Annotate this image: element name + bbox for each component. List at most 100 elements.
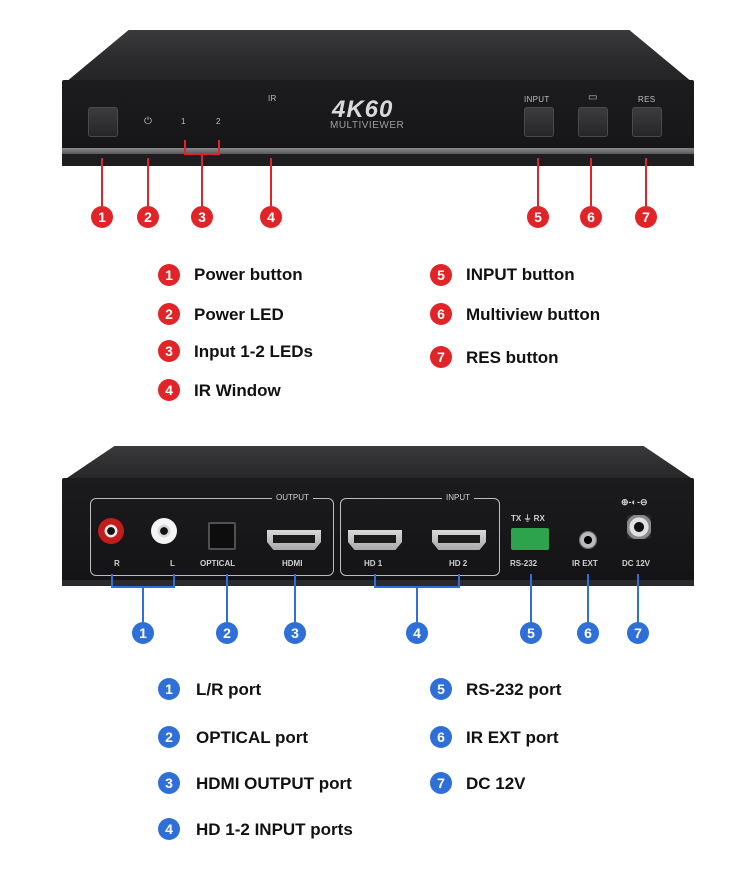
rear-callout-3: 3 — [284, 622, 306, 644]
input-group-box — [340, 498, 500, 576]
output-group-title: OUTPUT — [272, 493, 313, 502]
brand-subtitle: MULTIVIEWER — [330, 120, 405, 131]
rear-callout-line-6 — [587, 574, 589, 622]
brand-logo: 4K60 — [332, 96, 394, 123]
port-label-r: R — [114, 559, 120, 568]
multiview-icon: ▭ — [588, 92, 598, 103]
front-legend-text: Power LED — [194, 305, 284, 324]
rear-legend-text: HDMI OUTPUT port — [196, 774, 352, 793]
front-legend-badge: 4 — [158, 379, 180, 401]
rear-callout-line-1 — [142, 588, 144, 622]
res-button — [632, 107, 662, 137]
hdmi-input-2-port — [432, 530, 486, 550]
rear-callout-line-5 — [530, 574, 532, 622]
callout-line-6 — [590, 158, 592, 206]
front-callout-3: 3 — [191, 206, 213, 228]
rear-legend-text: HD 1-2 INPUT ports — [196, 820, 353, 839]
callout-line-5 — [537, 158, 539, 206]
dc-power-jack — [627, 515, 651, 539]
rca-left-port — [151, 518, 177, 544]
hdmi-input-1-port — [348, 530, 402, 550]
front-legend-badge: 3 — [158, 340, 180, 362]
port-label-optical: OPTICAL — [200, 559, 236, 568]
led-1-label: 1 — [181, 117, 186, 126]
front-callout-6: 6 — [580, 206, 602, 228]
front-device-top — [66, 30, 692, 82]
rear-callout-5: 5 — [520, 622, 542, 644]
port-label-dc: DC 12V — [622, 559, 651, 568]
rear-device-top — [64, 446, 694, 480]
optical-port — [208, 522, 236, 550]
port-label-hd2: HD 2 — [449, 559, 468, 568]
front-legend-text: RES button — [466, 348, 559, 367]
rear-callout-line-2 — [226, 574, 228, 622]
callout-bracket-1 — [111, 574, 175, 588]
port-label-l: L — [170, 559, 175, 568]
port-label-hd1: HD 1 — [364, 559, 383, 568]
rear-callout-7: 7 — [627, 622, 649, 644]
rear-callout-line-4 — [416, 588, 418, 622]
rear-callout-1: 1 — [132, 622, 154, 644]
front-legend-text: INPUT button — [466, 265, 575, 284]
res-button-label: RES — [638, 95, 656, 104]
rear-legend-badge: 1 — [158, 678, 180, 700]
rear-legend-text: OPTICAL port — [196, 728, 309, 747]
rear-legend-badge: 7 — [430, 772, 452, 794]
rear-callout-6: 6 — [577, 622, 599, 644]
front-legend-badge: 2 — [158, 303, 180, 325]
hdmi-output-port — [267, 530, 321, 550]
front-legend-badge: 5 — [430, 264, 452, 286]
input-group-title: INPUT — [442, 493, 474, 502]
rear-legend-badge: 4 — [158, 818, 180, 840]
led-2-label: 2 — [216, 117, 221, 126]
callout-line-1 — [101, 158, 103, 206]
ir-ext-jack — [579, 531, 597, 549]
front-callout-5: 5 — [527, 206, 549, 228]
power-button — [88, 107, 118, 137]
power-led-icon: ⏻ — [144, 116, 153, 127]
rear-legend-badge: 5 — [430, 678, 452, 700]
rear-legend-text: DC 12V — [466, 774, 526, 793]
rear-legend-badge: 3 — [158, 772, 180, 794]
rear-legend-badge: 6 — [430, 726, 452, 748]
rs232-pin-labels: TX ⏚ RX — [511, 514, 545, 523]
front-callout-1: 1 — [91, 206, 113, 228]
input-button-label: INPUT — [524, 95, 550, 104]
rear-callout-line-7 — [637, 574, 639, 622]
rca-right-port — [98, 518, 124, 544]
rear-callout-2: 2 — [216, 622, 238, 644]
output-group-box — [90, 498, 334, 576]
front-legend-text: Multiview button — [466, 305, 601, 324]
front-legend-text: IR Window — [194, 381, 281, 400]
input-button — [524, 107, 554, 137]
port-label-rs232: RS-232 — [510, 559, 538, 568]
front-legend-badge: 6 — [430, 303, 452, 325]
port-label-hdmi: HDMI — [282, 559, 303, 568]
rear-callout-line-3 — [294, 574, 296, 622]
callout-bracket-4 — [374, 574, 460, 588]
multiview-button — [578, 107, 608, 137]
callout-line-7 — [645, 158, 647, 206]
rear-legend-badge: 2 — [158, 726, 180, 748]
front-legend-text: Power button — [194, 265, 303, 284]
rear-device-base — [62, 580, 694, 586]
rear-callout-4: 4 — [406, 622, 428, 644]
rear-legend-text: L/R port — [196, 680, 262, 699]
port-label-irext: IR EXT — [572, 559, 598, 568]
dc-polarity-icon: ⊕-◐-⊖ — [621, 497, 648, 507]
rear-legend-text: IR EXT port — [466, 728, 559, 747]
front-callout-7: 7 — [635, 206, 657, 228]
front-legend-text: Input 1-2 LEDs — [194, 342, 314, 361]
rear-legend-text: RS-232 port — [466, 680, 562, 699]
ir-window-label: IR — [268, 94, 277, 103]
callout-bracket-3 — [184, 140, 220, 155]
rs232-terminal — [511, 528, 549, 550]
front-legend-badge: 7 — [430, 346, 452, 368]
front-callout-2: 2 — [137, 206, 159, 228]
front-legend-badge: 1 — [158, 264, 180, 286]
front-device-trim — [62, 148, 694, 154]
callout-line-3 — [201, 155, 203, 206]
callout-line-4 — [270, 158, 272, 206]
callout-line-2 — [147, 158, 149, 206]
front-callout-4: 4 — [260, 206, 282, 228]
